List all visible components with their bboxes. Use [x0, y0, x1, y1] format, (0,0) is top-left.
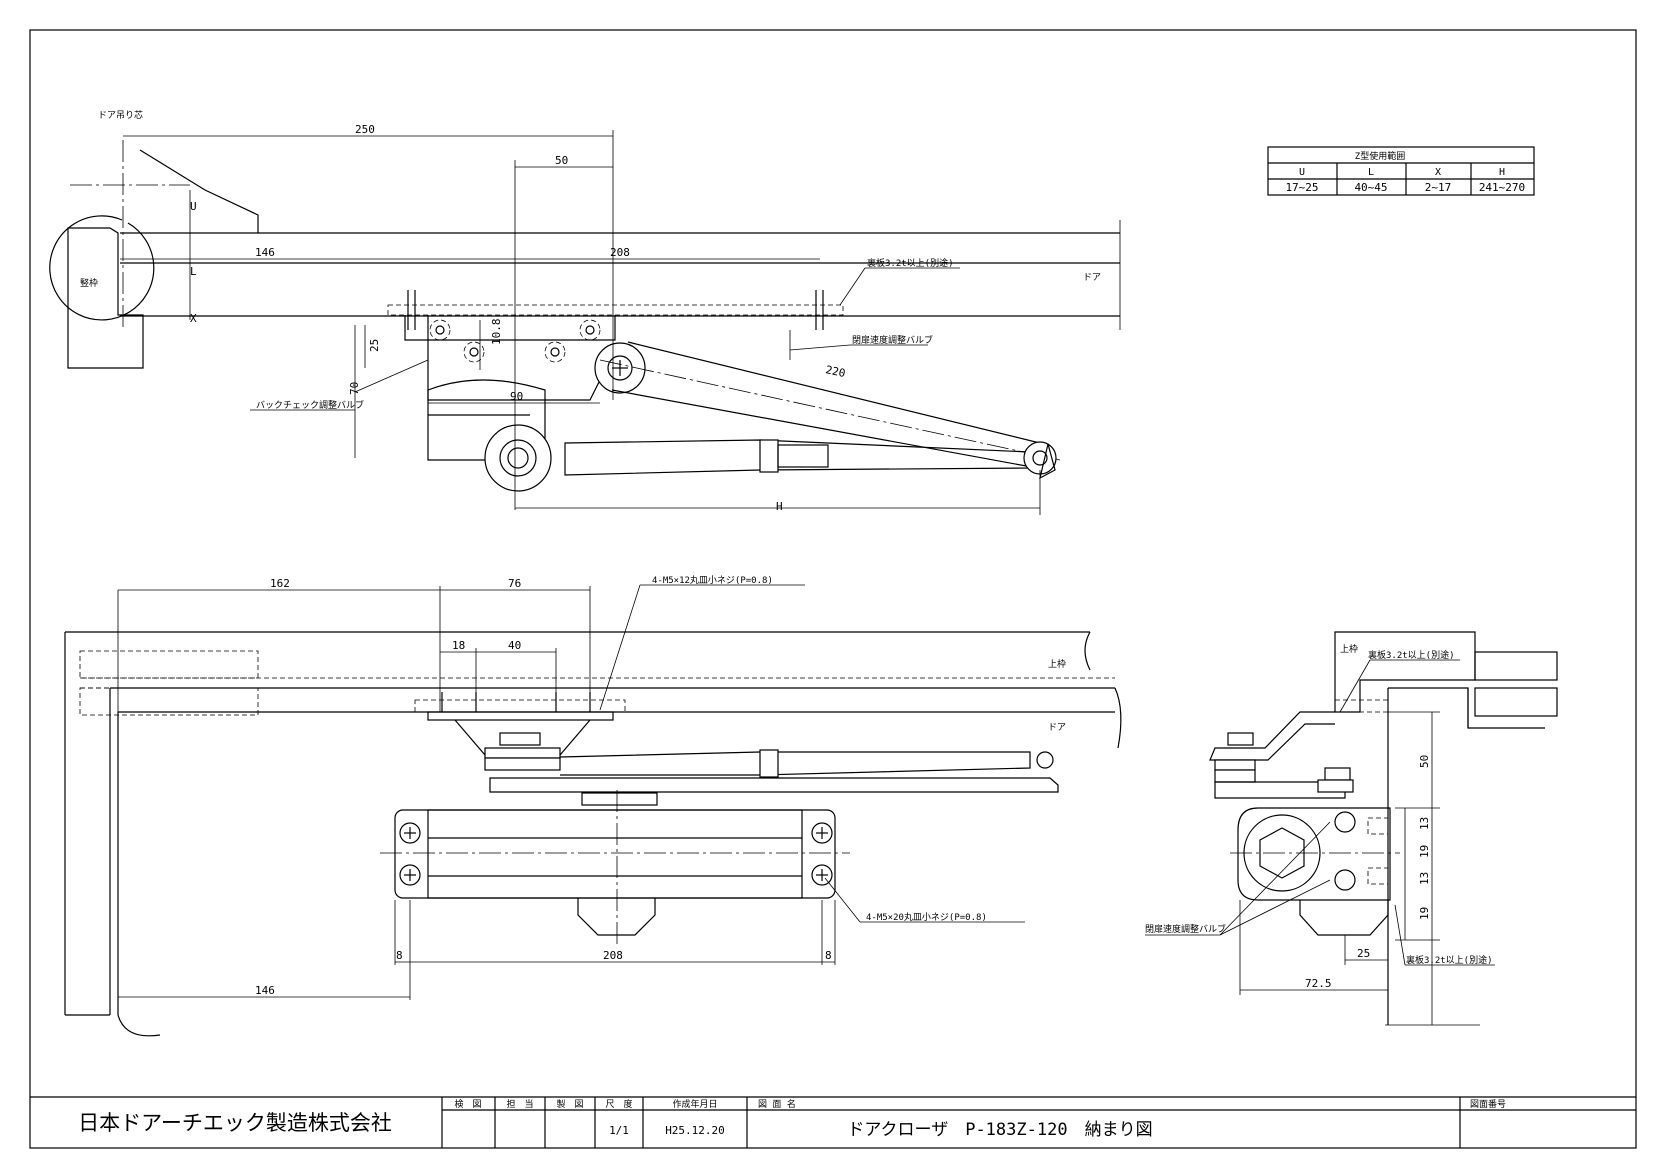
head-label: 上枠	[1048, 658, 1066, 670]
forearm-rod-front	[559, 751, 1031, 776]
dim-70: 70	[348, 382, 361, 395]
closer-body	[394, 792, 836, 936]
arm-pivot	[594, 342, 646, 394]
dim-50: 50	[555, 154, 568, 167]
jamb-profile	[67, 227, 144, 369]
dim-146: 146	[255, 246, 275, 259]
closer-screw	[811, 822, 833, 844]
dim-90: 90	[510, 390, 523, 403]
screw-hole	[463, 341, 485, 363]
closer-body-side	[1237, 807, 1391, 936]
range-header-h: H	[1499, 167, 1505, 178]
note-screw-top: 4-M5×12丸皿小ネジ(P=0.8)	[652, 574, 773, 586]
dim-18: 18	[452, 639, 465, 652]
side-view: 上枠 裏板3.2t以上(別途) 裏板3.2t以上(別途) 閉扉速度調整バルブ 5…	[1145, 631, 1558, 1026]
range-value-u: 17~25	[1285, 181, 1318, 194]
range-header-l: L	[1368, 167, 1374, 178]
screw-hole	[429, 319, 451, 341]
label-X: X	[190, 312, 197, 325]
screw-hole	[544, 341, 566, 363]
note-backcheck: バックチェック調整バルブ	[256, 399, 364, 411]
range-value-h: 241~270	[1479, 181, 1525, 194]
label-U: U	[190, 200, 197, 213]
screw-hole	[579, 319, 601, 341]
scale-value: 1/1	[609, 1124, 629, 1137]
hinge-label: ドア吊り芯	[98, 109, 143, 121]
dim-146-front: 146	[255, 984, 275, 997]
side-head-label: 上枠	[1340, 643, 1358, 655]
dim-208: 208	[610, 246, 630, 259]
closer-screw	[399, 822, 421, 844]
col-check: 検 図	[454, 1098, 481, 1110]
dim-40: 40	[508, 639, 521, 652]
note-backplate: 裏板3.2t以上(別途)	[867, 257, 954, 269]
door-label: ドア	[1083, 273, 1101, 283]
side-dim-13-a: 13	[1418, 817, 1431, 830]
dim-208-front: 208	[603, 949, 623, 962]
side-dim-25: 25	[1357, 947, 1370, 960]
col-date: 作成年月日	[672, 1098, 717, 1110]
range-value-l: 40~45	[1354, 181, 1387, 194]
title-block: 日本ドアーチエック製造株式会社 検 図 担 当 製 図 尺 度 作成年月日 図 …	[30, 1096, 1636, 1148]
company-name: 日本ドアーチエック製造株式会社	[78, 1111, 392, 1135]
side-dim-19-b: 19	[1418, 907, 1431, 920]
note-close-valve: 閉扉速度調整バルブ	[852, 334, 933, 346]
closer-screw	[811, 864, 833, 886]
dim-76: 76	[508, 577, 521, 590]
col-draw: 製 図	[556, 1098, 583, 1110]
side-note-close-valve: 閉扉速度調整バルブ	[1145, 923, 1226, 935]
range-header-x: X	[1435, 167, 1441, 178]
dim-250: 250	[355, 123, 375, 136]
top-view: 250 50 146 208 10.8 25 70 90 220 H U L X…	[49, 109, 1121, 515]
drawing-title: ドアクローザ P-183Z-120 納まり図	[847, 1120, 1152, 1140]
label-L: L	[190, 265, 197, 278]
range-table: Z型使用範囲 U L X H 17~25 40~45 2~17 241~270	[1267, 146, 1535, 196]
col-scale: 尺 度	[605, 1098, 632, 1110]
side-note-backplate-bottom: 裏板3.2t以上(別途)	[1406, 954, 1493, 966]
side-dim-72-5: 72.5	[1305, 977, 1332, 990]
dim-8-right: 8	[825, 949, 832, 962]
closer-screw	[399, 864, 421, 886]
door-label-front: ドア	[1048, 723, 1066, 733]
pinion	[484, 424, 552, 492]
col-charge: 担 当	[506, 1098, 533, 1110]
dim-25: 25	[368, 339, 381, 352]
dim-162: 162	[270, 577, 290, 590]
side-dim-13-b: 13	[1418, 872, 1431, 885]
col-number: 図面番号	[1470, 1098, 1506, 1110]
drawing-border	[29, 29, 1637, 1149]
main-arm	[611, 341, 1049, 471]
side-note-backplate-top: 裏板3.2t以上(別途)	[1368, 649, 1455, 661]
main-arm-front	[489, 777, 1059, 793]
range-header-u: U	[1299, 167, 1305, 178]
range-table-title: Z型使用範囲	[1355, 150, 1405, 162]
dim-220: 220	[824, 363, 846, 380]
dim-8-left: 8	[396, 949, 403, 962]
dim-10-8: 10.8	[490, 319, 503, 346]
front-view: 162 76 18 40 208 8 8 146 4-M5×12丸皿小ネジ(P=…	[64, 574, 1122, 1037]
side-dim-50: 50	[1418, 755, 1431, 768]
range-value-x: 2~17	[1425, 181, 1452, 194]
col-title: 図 面 名	[758, 1098, 796, 1110]
hinge-arc	[49, 215, 155, 321]
side-dim-19-a: 19	[1418, 845, 1431, 858]
date-value: H25.12.20	[665, 1124, 725, 1137]
dim-H: H	[776, 500, 783, 513]
note-screw-bottom: 4-M5×20丸皿小ネジ(P=0.8)	[866, 911, 987, 923]
jamb-label: 竪枠	[80, 277, 98, 289]
